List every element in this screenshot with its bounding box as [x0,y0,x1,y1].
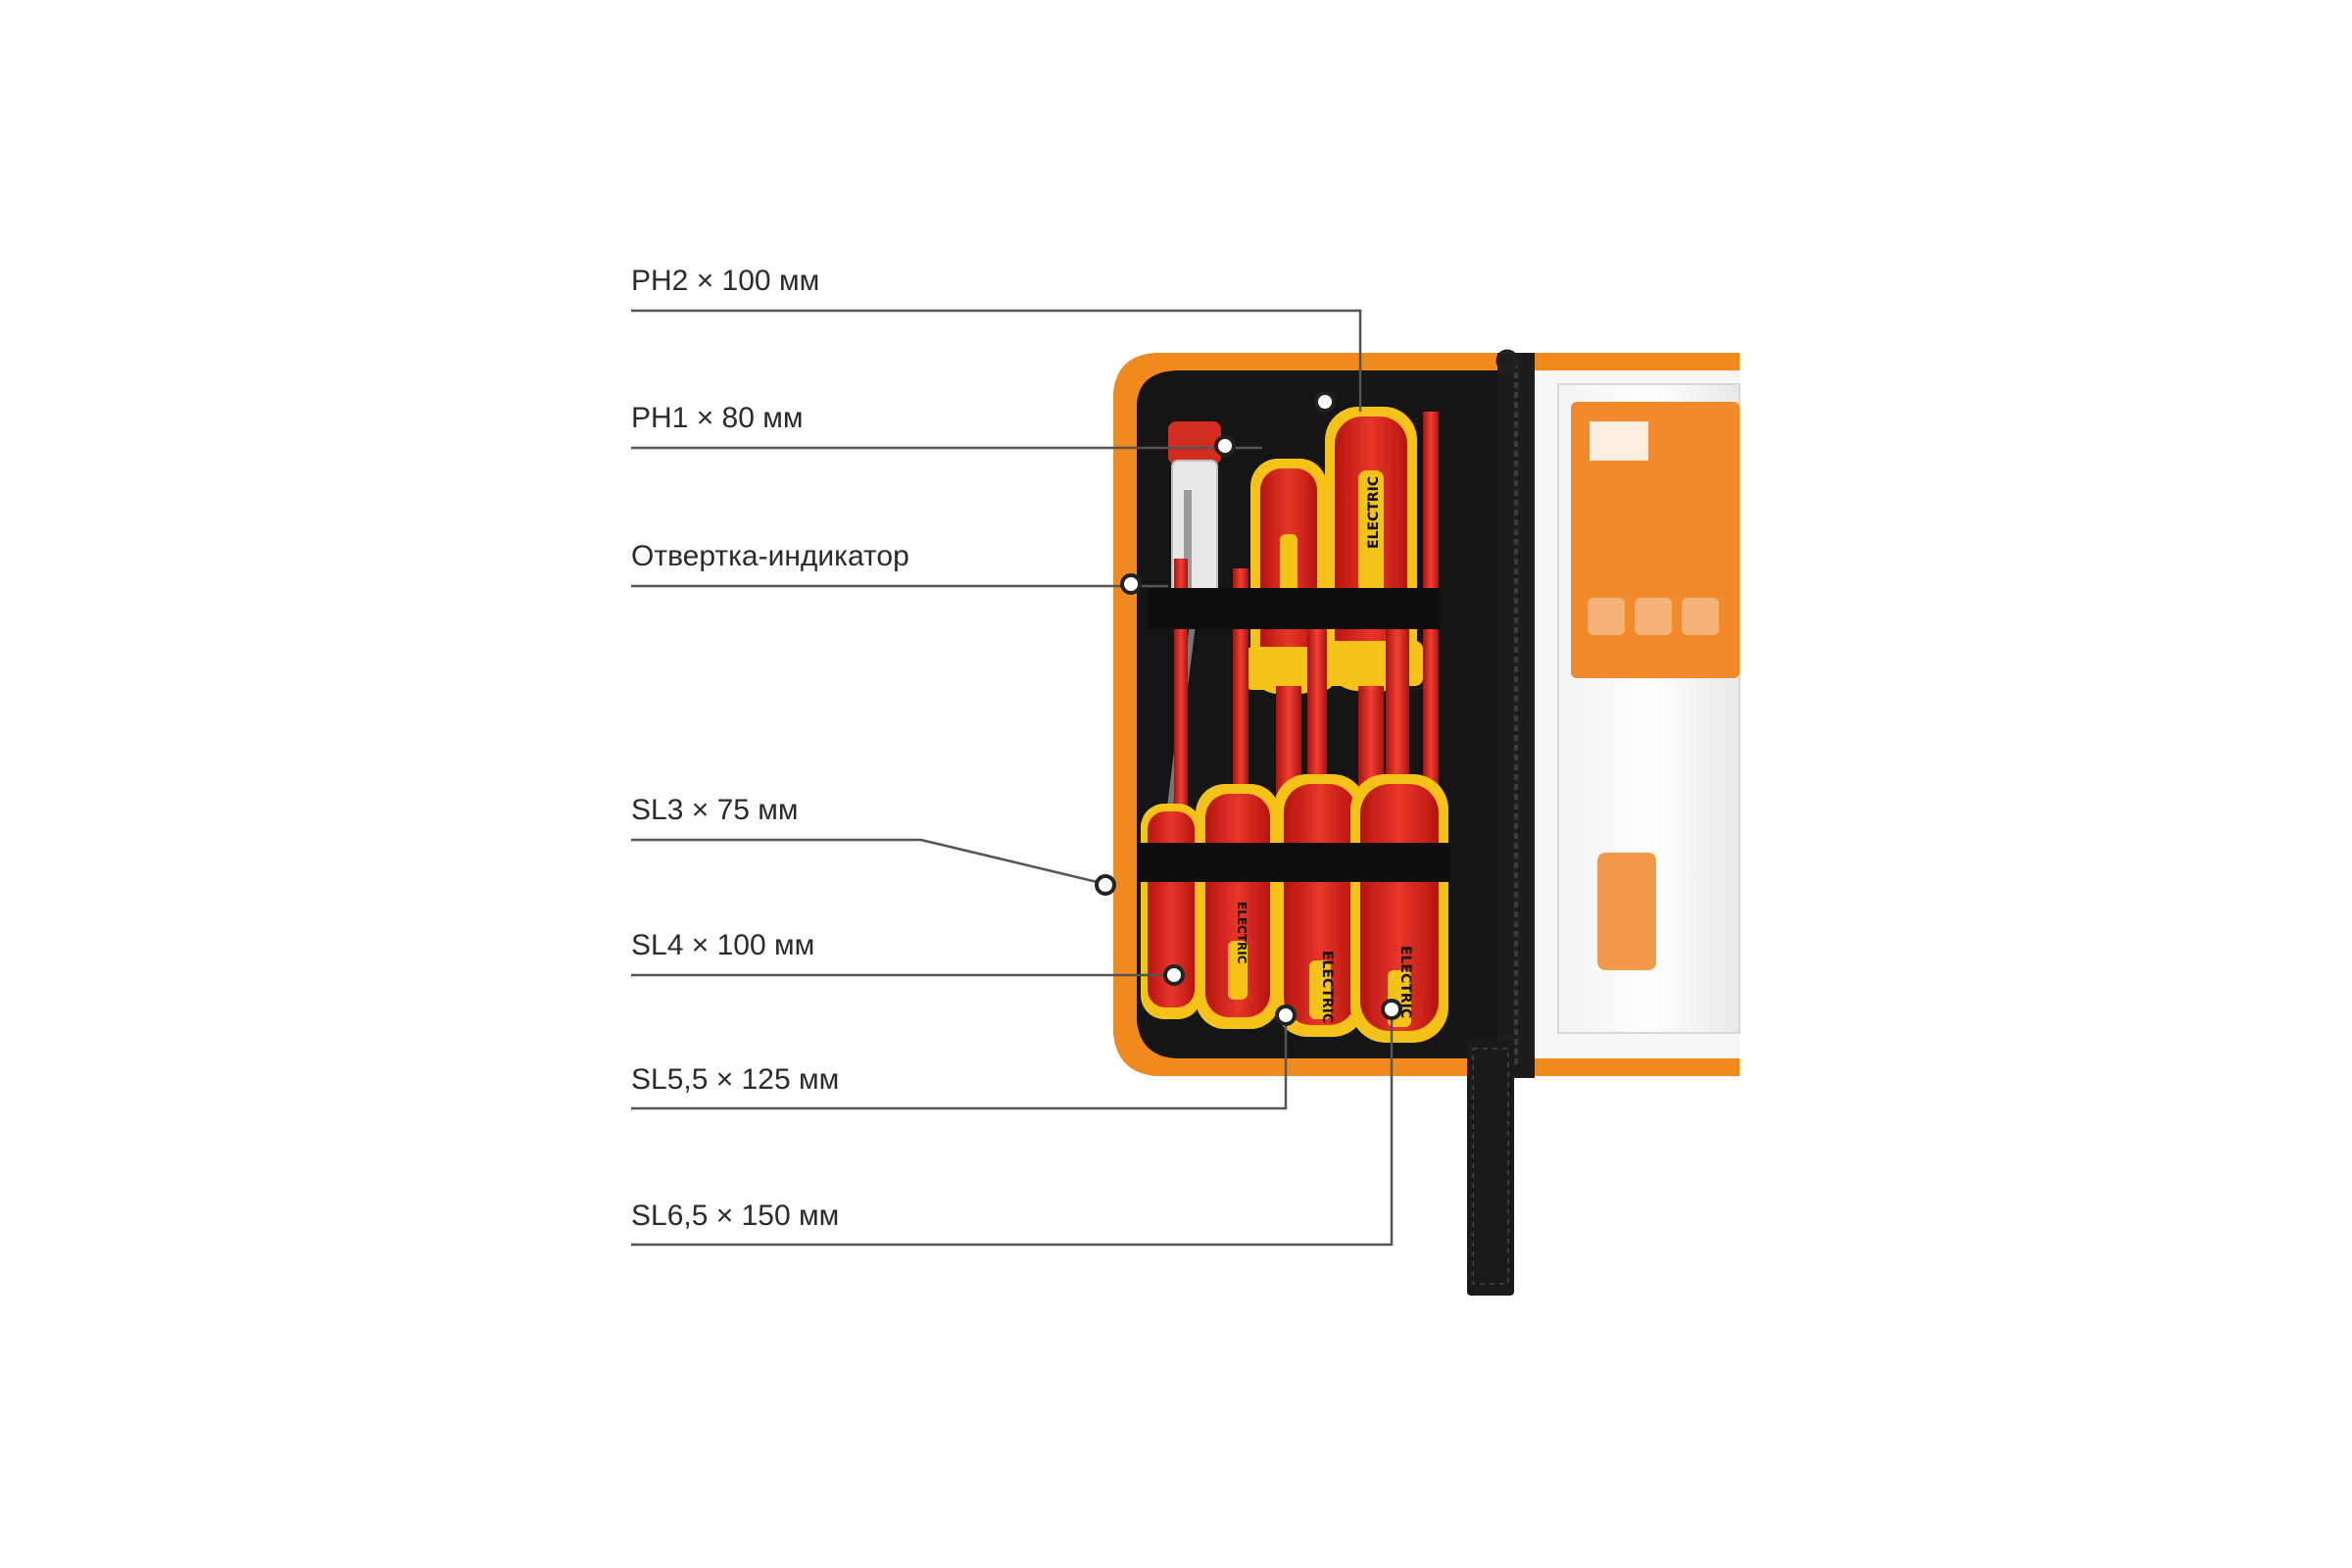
callout-dot-sl3 [1095,874,1116,896]
label-sl3: SL3 × 75 мм [631,794,799,826]
brand-text-sl55: ELECTRIC [1319,951,1335,1023]
leader-lines [631,309,1394,1247]
label-sl55: SL5,5 × 125 мм [631,1063,840,1096]
callout-dot-indicator [1120,573,1142,595]
label-sl65: SL6,5 × 150 мм [631,1200,840,1232]
screwdriver-sl65 [1350,588,1448,1043]
callout-dot-sl4 [1163,964,1185,986]
callout-dot-ph2 [1314,391,1336,413]
callout-dot-sl55 [1275,1004,1297,1026]
callout-dot-sl65 [1381,999,1402,1020]
callout-dot-ph1 [1214,435,1236,457]
brand-text-ph2: ELECTRIC [1366,476,1382,549]
label-indicator: Отвертка-индикатор [631,540,909,572]
brand-text-sl65: ELECTRIC [1397,946,1413,1018]
elastic-strap-upper [1147,588,1441,629]
label-sl4: SL4 × 100 мм [631,929,815,961]
label-ph2: PH2 × 100 мм [631,265,820,297]
elastic-strap-lower [1137,843,1450,882]
callout-dots [1095,391,1402,1026]
label-ph1: PH1 × 80 мм [631,402,804,434]
brand-text-sl4: ELECTRIC [1235,902,1249,964]
